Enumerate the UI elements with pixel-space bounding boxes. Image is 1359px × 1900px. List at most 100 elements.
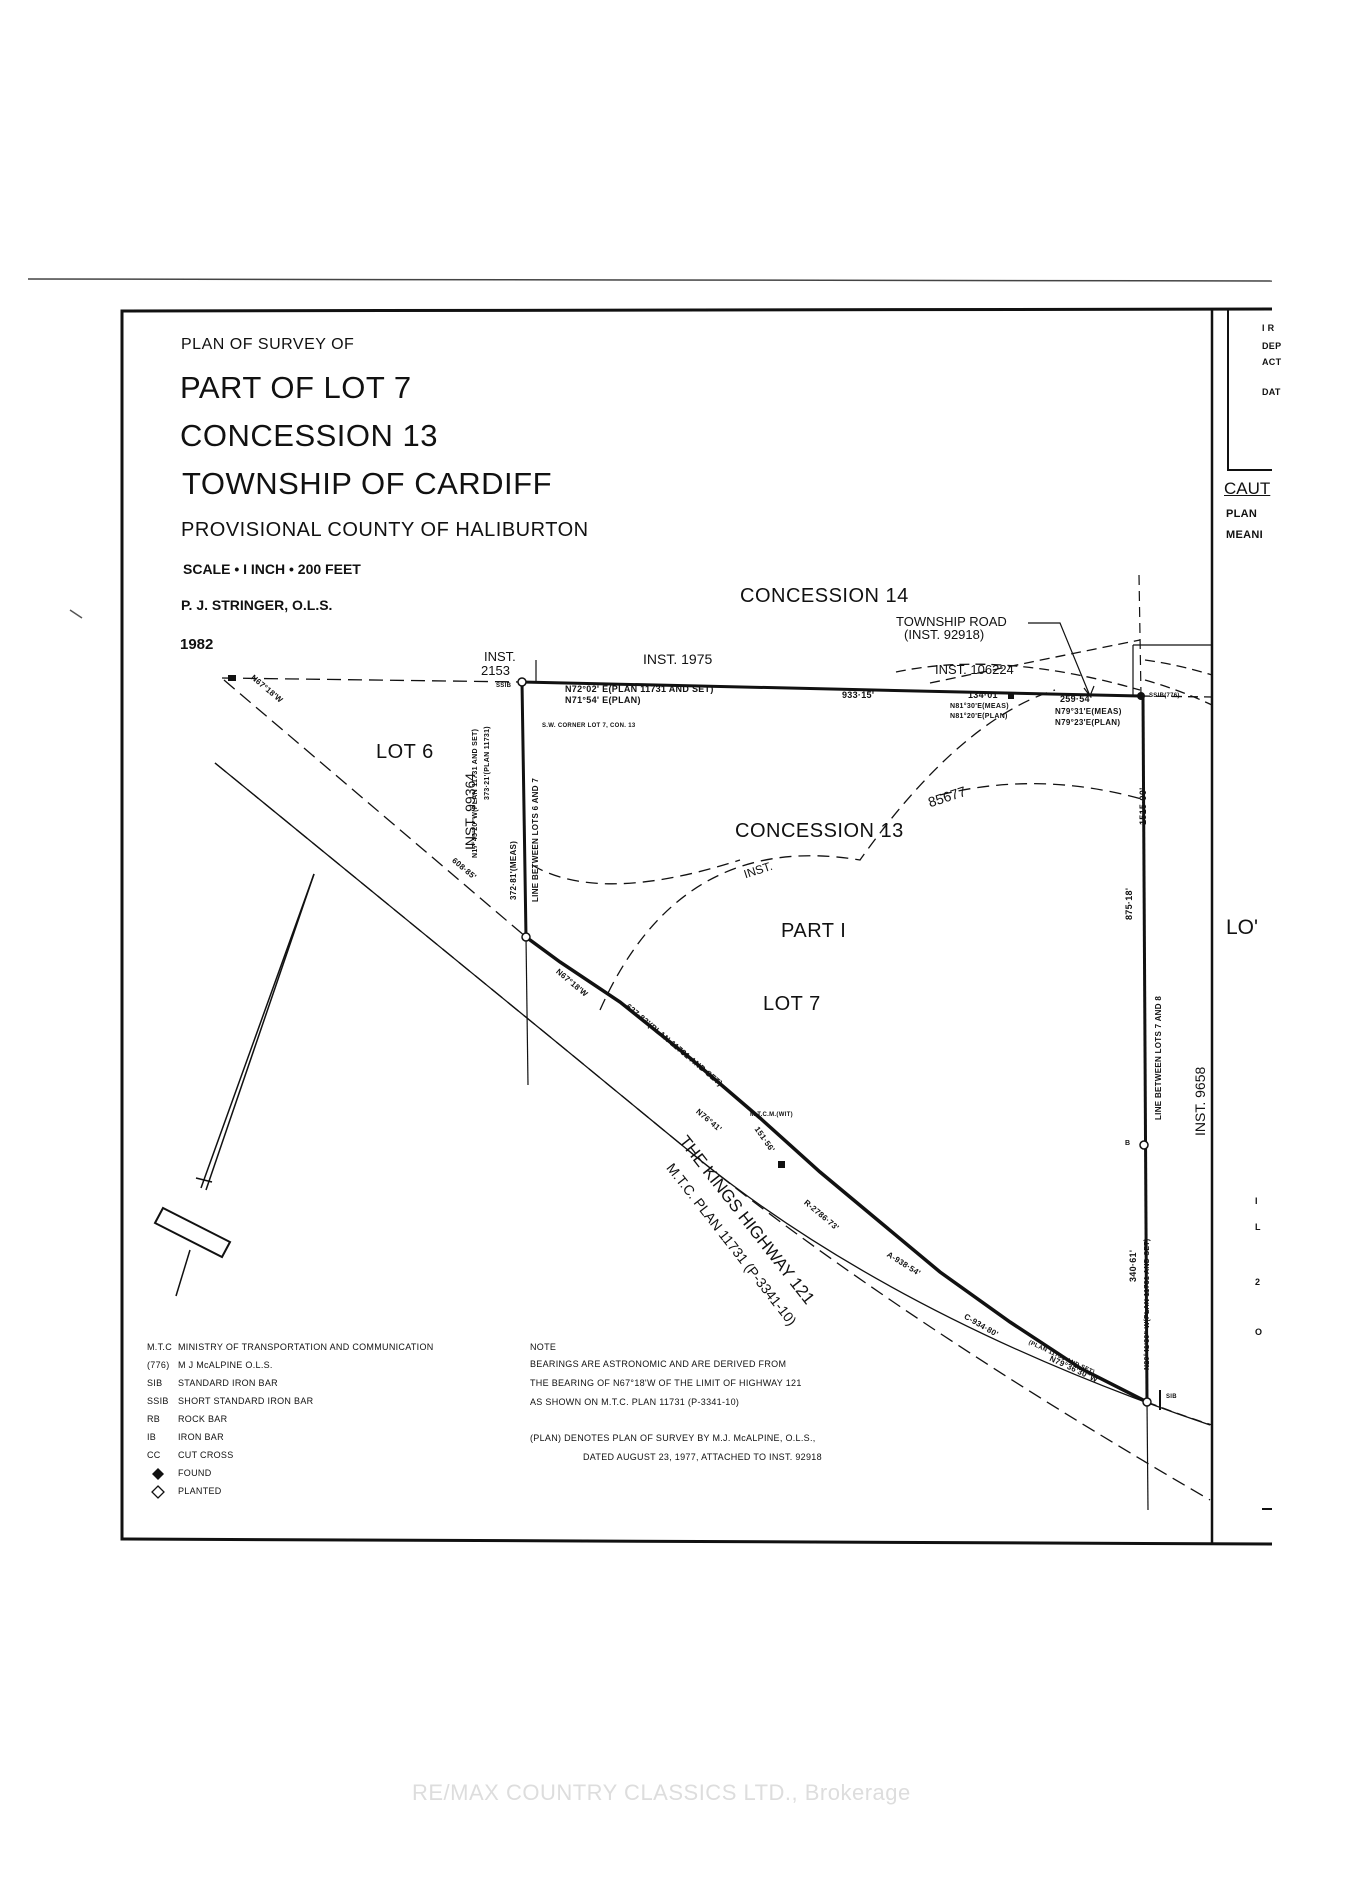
arc-township-road-b — [1144, 679, 1213, 706]
marker-hwy-3 — [228, 675, 236, 681]
legend-desc-3: STANDARD IRON BAR — [178, 1378, 278, 1388]
corner-note: S.W. CORNER LOT 7, CON. 13 — [542, 723, 636, 729]
legend-planted-symbol — [151, 1485, 165, 1499]
caution-line-2: MEANI — [1226, 529, 1263, 541]
part-1-label: PART I — [781, 920, 847, 942]
marker-ne — [1137, 692, 1145, 700]
ssib-label-1: SSIB — [496, 683, 512, 689]
note-line-3: AS SHOWN ON M.T.C. PLAN 11731 (P-3341-10… — [530, 1397, 740, 1407]
bearing-north-h: N79°23'E(PLAN) — [1055, 718, 1121, 727]
side-mark-2: L — [1255, 1222, 1261, 1232]
bearing-east-d: N20°41'30" W(PLAN 11731 AND SET) — [1144, 1238, 1151, 1371]
concession-14-label: CONCESSION 14 — [740, 585, 909, 607]
bearing-north-b: N71°54' E(PLAN) — [565, 695, 641, 705]
title-line-1: PLAN OF SURVEY OF — [181, 336, 355, 353]
legend-code-6: IB — [147, 1432, 157, 1442]
highway-north-limit — [524, 935, 1148, 1404]
township-road-leader — [1028, 622, 1091, 697]
bearing-east-c: 340·61' — [1128, 1249, 1138, 1282]
side-mark-1: I — [1255, 1196, 1258, 1206]
highway-south-limit — [214, 762, 1211, 1501]
note-title: NOTE — [530, 1342, 557, 1352]
highway-centreline — [214, 762, 1211, 1426]
year-text: 1982 — [180, 636, 214, 653]
legend-found-symbol — [152, 1468, 164, 1480]
bearing-north-d: N81°30'E(MEAS) — [950, 703, 1009, 710]
legend-code-5: RB — [147, 1414, 161, 1424]
bearing-west-c: 372·81'(MEAS) — [509, 840, 518, 900]
right-panel-line-3: ACT — [1262, 357, 1282, 367]
west-line-label: LINE BETWEEN LOTS 6 AND 7 — [531, 777, 540, 902]
concession-13-label: CONCESSION 13 — [735, 820, 904, 842]
marker-hwy-1 — [778, 1161, 785, 1168]
north-arrow-box — [153, 1206, 232, 1259]
north-limit — [521, 680, 1141, 698]
b-label: B — [1125, 1140, 1131, 1147]
legend-desc-5: ROCK BAR — [178, 1414, 228, 1424]
east-limit-south-ext — [1146, 1401, 1149, 1511]
stray-mark — [69, 609, 83, 619]
marker-hwy-2 — [1008, 693, 1014, 699]
right-panel-line-4: DAT — [1262, 387, 1281, 397]
side-mark-4: O — [1255, 1327, 1263, 1337]
note-line-2: THE BEARING OF N67°18'W OF THE LIMIT OF … — [530, 1378, 802, 1388]
legend-desc-6: IRON BAR — [178, 1432, 224, 1442]
bearing-west-a: N17°45'20"W(PLAN 11731 AND SET) — [472, 728, 479, 858]
east-line-label: LINE BETWEEN LOTS 7 AND 8 — [1154, 995, 1163, 1120]
marker-east-b — [1139, 1140, 1149, 1150]
inst-9658-label: INST. 9658 — [1192, 1066, 1208, 1136]
plan-frame — [120, 307, 1273, 1546]
legend-code-3: SIB — [147, 1378, 163, 1388]
township-road-label: TOWNSHIP ROAD — [896, 614, 1007, 629]
title-line-2: PART OF LOT 7 — [180, 370, 412, 405]
arc-inst-106224 — [895, 663, 1141, 691]
bearing-north-a: N72°02' E(PLAN 11731 AND SET) — [565, 684, 714, 694]
legend-desc-1: MINISTRY OF TRANSPORTATION AND COMMUNICA… — [178, 1342, 434, 1352]
bearing-north-f: 259·54' — [1060, 694, 1093, 704]
bearing-west-b: 373·21'(PLAN 11731) — [484, 726, 491, 800]
side-mark-3: 2 — [1255, 1277, 1261, 1287]
lot-6-label: LOT 6 — [376, 741, 434, 763]
title-line-3: CONCESSION 13 — [180, 418, 439, 453]
legend-desc-8: FOUND — [178, 1468, 212, 1478]
north-arrow-tail — [175, 1249, 191, 1297]
inst-2153-label-b: 2153 — [481, 663, 510, 678]
west-limit — [520, 681, 528, 938]
marker-sw — [521, 932, 531, 942]
bearing-north-e: N81°20'E(PLAN) — [950, 713, 1008, 720]
legend-code-7: CC — [147, 1450, 161, 1460]
legend-desc-9: PLANTED — [178, 1486, 222, 1496]
note-line-5: DATED AUGUST 23, 1977, ATTACHED TO INST.… — [583, 1452, 822, 1462]
north-arrow-shaft-a — [200, 873, 315, 1189]
caution-line-1: PLAN — [1226, 508, 1258, 520]
legend-desc-7: CUT CROSS — [178, 1450, 234, 1460]
arc-inst-99364 — [531, 859, 741, 885]
inst-106224-label: INST. 106224 — [935, 662, 1014, 677]
north-arrow-shaft-b — [205, 873, 315, 1191]
legend-code-4: SSIB — [147, 1396, 169, 1406]
bearing-north-g: N79°31'E(MEAS) — [1055, 707, 1122, 716]
title-line-5: PROVISIONAL COUNTY OF HALIBURTON — [181, 519, 589, 541]
bearing-east-a: 1515·90' — [1138, 787, 1148, 825]
north-limit-dashed — [221, 677, 523, 683]
east-limit — [1141, 695, 1149, 1403]
sib-label: SIB — [1166, 1394, 1177, 1400]
legend-desc-2: M J McALPINE O.L.S. — [178, 1360, 273, 1370]
bearing-east-b: 875·18' — [1124, 887, 1134, 920]
right-box — [1227, 310, 1272, 471]
note-line-1: BEARINGS ARE ASTRONOMIC AND ARE DERIVED … — [530, 1359, 787, 1369]
inst-1975-label: INST. 1975 — [643, 651, 713, 667]
title-line-4: TOWNSHIP OF CARDIFF — [182, 466, 553, 501]
caution-title: CAUT — [1224, 479, 1271, 498]
inst-2153-label-a: INST. — [484, 649, 516, 664]
north-limit-ext — [1139, 695, 1213, 698]
bearing-north-c: 134·01' — [968, 690, 1001, 700]
lot-7-label: LOT 7 — [763, 993, 821, 1015]
east-limit-north-ext — [1138, 574, 1142, 697]
highway-limit-east — [1146, 1401, 1213, 1426]
mtc-mark: M.T.C.M.(WIT) — [750, 1112, 793, 1118]
north-arrow-barb — [195, 1177, 213, 1183]
scale-text: SCALE • I INCH • 200 FEET — [183, 561, 361, 577]
marker-nw — [517, 677, 527, 687]
